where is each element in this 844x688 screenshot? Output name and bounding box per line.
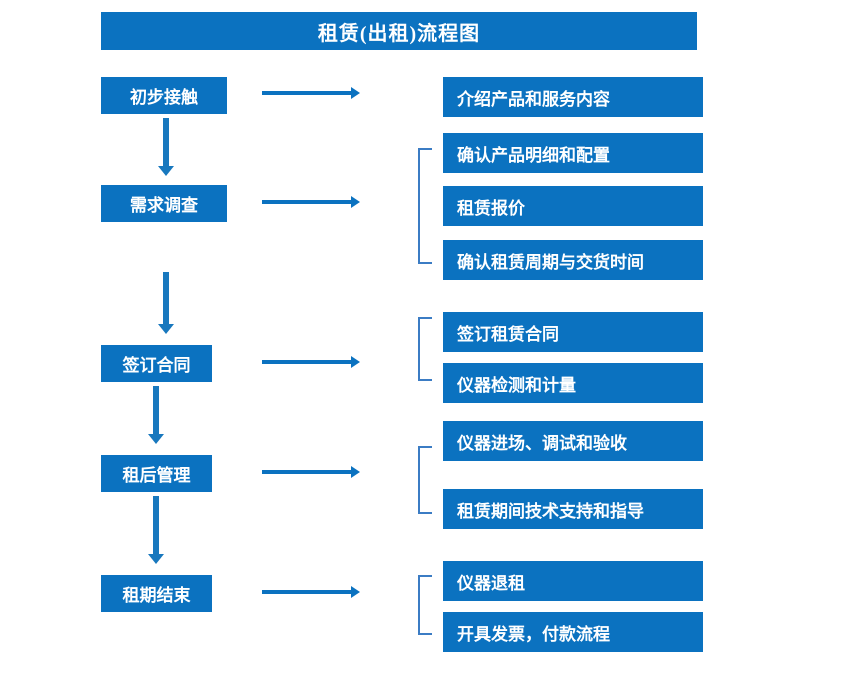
chart-title: 租赁(出租)流程图 (101, 12, 697, 50)
stage-box-4[interactable]: 租后管理 (101, 455, 212, 492)
detail-box-3-2[interactable]: 仪器检测和计量 (443, 363, 703, 403)
flow-arrow-right-2 (262, 196, 360, 208)
detail-box-5-2[interactable]: 开具发票，付款流程 (443, 612, 703, 652)
group-bracket-4 (418, 446, 432, 514)
flow-arrow-down-1 (158, 118, 174, 176)
group-bracket-3 (418, 317, 432, 381)
flow-arrow-right-3 (262, 356, 360, 368)
arrow-shaft (262, 590, 351, 594)
arrow-head-icon (351, 87, 360, 99)
detail-box-2-1[interactable]: 确认产品明细和配置 (443, 133, 703, 173)
arrow-shaft (262, 91, 351, 95)
arrow-shaft (262, 470, 351, 474)
detail-box-2-2[interactable]: 租赁报价 (443, 186, 703, 226)
arrow-head-icon (158, 166, 174, 176)
detail-box-5-1[interactable]: 仪器退租 (443, 561, 703, 601)
stage-box-1[interactable]: 初步接触 (101, 77, 227, 114)
stage-box-5[interactable]: 租期结束 (101, 575, 212, 612)
arrow-head-icon (148, 554, 164, 564)
flow-arrow-down-4 (148, 496, 164, 564)
detail-box-4-2[interactable]: 租赁期间技术支持和指导 (443, 489, 703, 529)
arrow-shaft (262, 360, 351, 364)
arrow-shaft (262, 200, 351, 204)
group-bracket-2 (418, 148, 432, 264)
stage-box-3[interactable]: 签订合同 (101, 345, 212, 382)
flow-arrow-down-3 (148, 386, 164, 444)
arrow-shaft (153, 386, 159, 434)
flow-arrow-down-2 (158, 272, 174, 334)
detail-box-3-1[interactable]: 签订租赁合同 (443, 312, 703, 352)
flow-arrow-right-1 (262, 87, 360, 99)
arrow-head-icon (148, 434, 164, 444)
arrow-head-icon (158, 324, 174, 334)
detail-box-4-1[interactable]: 仪器进场、调试和验收 (443, 421, 703, 461)
arrow-head-icon (351, 586, 360, 598)
detail-box-1-1[interactable]: 介绍产品和服务内容 (443, 77, 703, 117)
detail-box-2-3[interactable]: 确认租赁周期与交货时间 (443, 240, 703, 280)
flow-arrow-right-5 (262, 586, 360, 598)
arrow-shaft (163, 272, 169, 324)
arrow-shaft (163, 118, 169, 166)
flow-arrow-right-4 (262, 466, 360, 478)
arrow-head-icon (351, 466, 360, 478)
arrow-head-icon (351, 356, 360, 368)
arrow-head-icon (351, 196, 360, 208)
arrow-shaft (153, 496, 159, 554)
group-bracket-5 (418, 575, 432, 635)
stage-box-2[interactable]: 需求调查 (101, 185, 227, 222)
